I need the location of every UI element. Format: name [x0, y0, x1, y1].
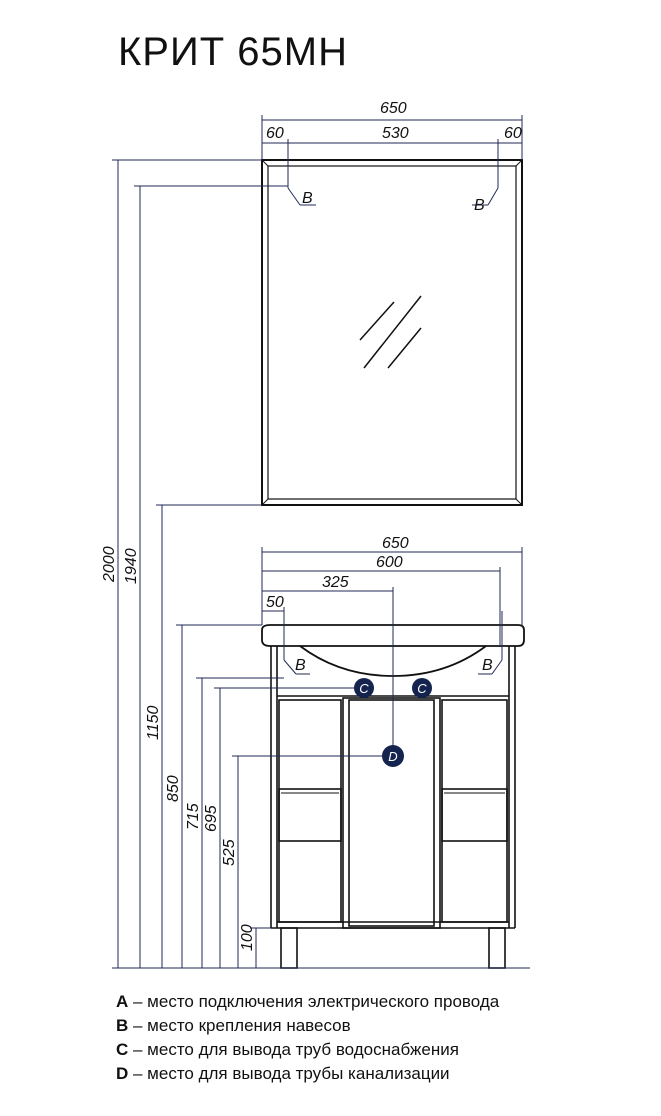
dimension-lines	[112, 115, 530, 969]
legend-text: – место для вывода труб водоснабжения	[128, 1040, 459, 1059]
dim-drain-offset: 325	[322, 574, 349, 591]
dim-height-total: 2000	[101, 546, 118, 583]
hook-marker-label: B	[474, 197, 485, 214]
dim-height-mirror-hooks: 1940	[123, 548, 140, 584]
dim-height-drain: 525	[221, 839, 238, 866]
drain-outlet-marker: D	[382, 745, 404, 767]
dim-mirror-left-offset: 60	[266, 125, 284, 142]
dim-hook-offset: 50	[266, 594, 284, 611]
legend-key: D	[116, 1064, 129, 1083]
legend-key: A	[116, 992, 129, 1011]
legend-item-d: D – место для вывода трубы канализации	[116, 1062, 499, 1086]
legend-key: B	[116, 1016, 129, 1035]
legend-key: C	[116, 1040, 129, 1059]
legend: A – место подключения электрического про…	[116, 990, 499, 1086]
legend-item-b: B – место крепления навесов	[116, 1014, 499, 1038]
dim-cabinet-body-width: 600	[376, 554, 403, 571]
dim-mirror-hook-span: 530	[382, 125, 409, 142]
dim-height-top: 850	[165, 775, 182, 802]
vanity-cabinet	[270, 646, 516, 969]
mirror	[261, 159, 523, 506]
hook-marker-label: B	[302, 190, 313, 207]
dim-height-legs: 100	[239, 924, 256, 951]
water-marker-label: C	[417, 681, 427, 696]
hook-marker-label: B	[295, 657, 306, 674]
legend-item-c: C – место для вывода труб водоснабжения	[116, 1038, 499, 1062]
dim-height-hooks: 715	[185, 803, 202, 830]
legend-text: – место подключения электрического прово…	[128, 992, 500, 1011]
dim-mirror-right-offset: 60	[504, 125, 522, 142]
hook-marker-label: B	[482, 657, 493, 674]
dim-height-mirror-bottom: 1150	[145, 705, 162, 740]
legend-item-a: A – место подключения электрического про…	[116, 990, 499, 1014]
dim-cabinet-width: 650	[382, 535, 409, 552]
dim-mirror-width: 650	[380, 100, 407, 117]
drain-marker-label: D	[388, 749, 397, 764]
dim-height-water: 695	[203, 805, 220, 832]
water-outlet-marker-right: C	[412, 678, 432, 698]
legend-text: – место крепления навесов	[128, 1016, 351, 1035]
water-marker-label: C	[359, 681, 369, 696]
water-outlet-marker-left: C	[354, 678, 374, 698]
drawing-title: КРИТ 65МН	[118, 30, 348, 74]
legend-text: – место для вывода трубы канализации	[128, 1064, 450, 1083]
